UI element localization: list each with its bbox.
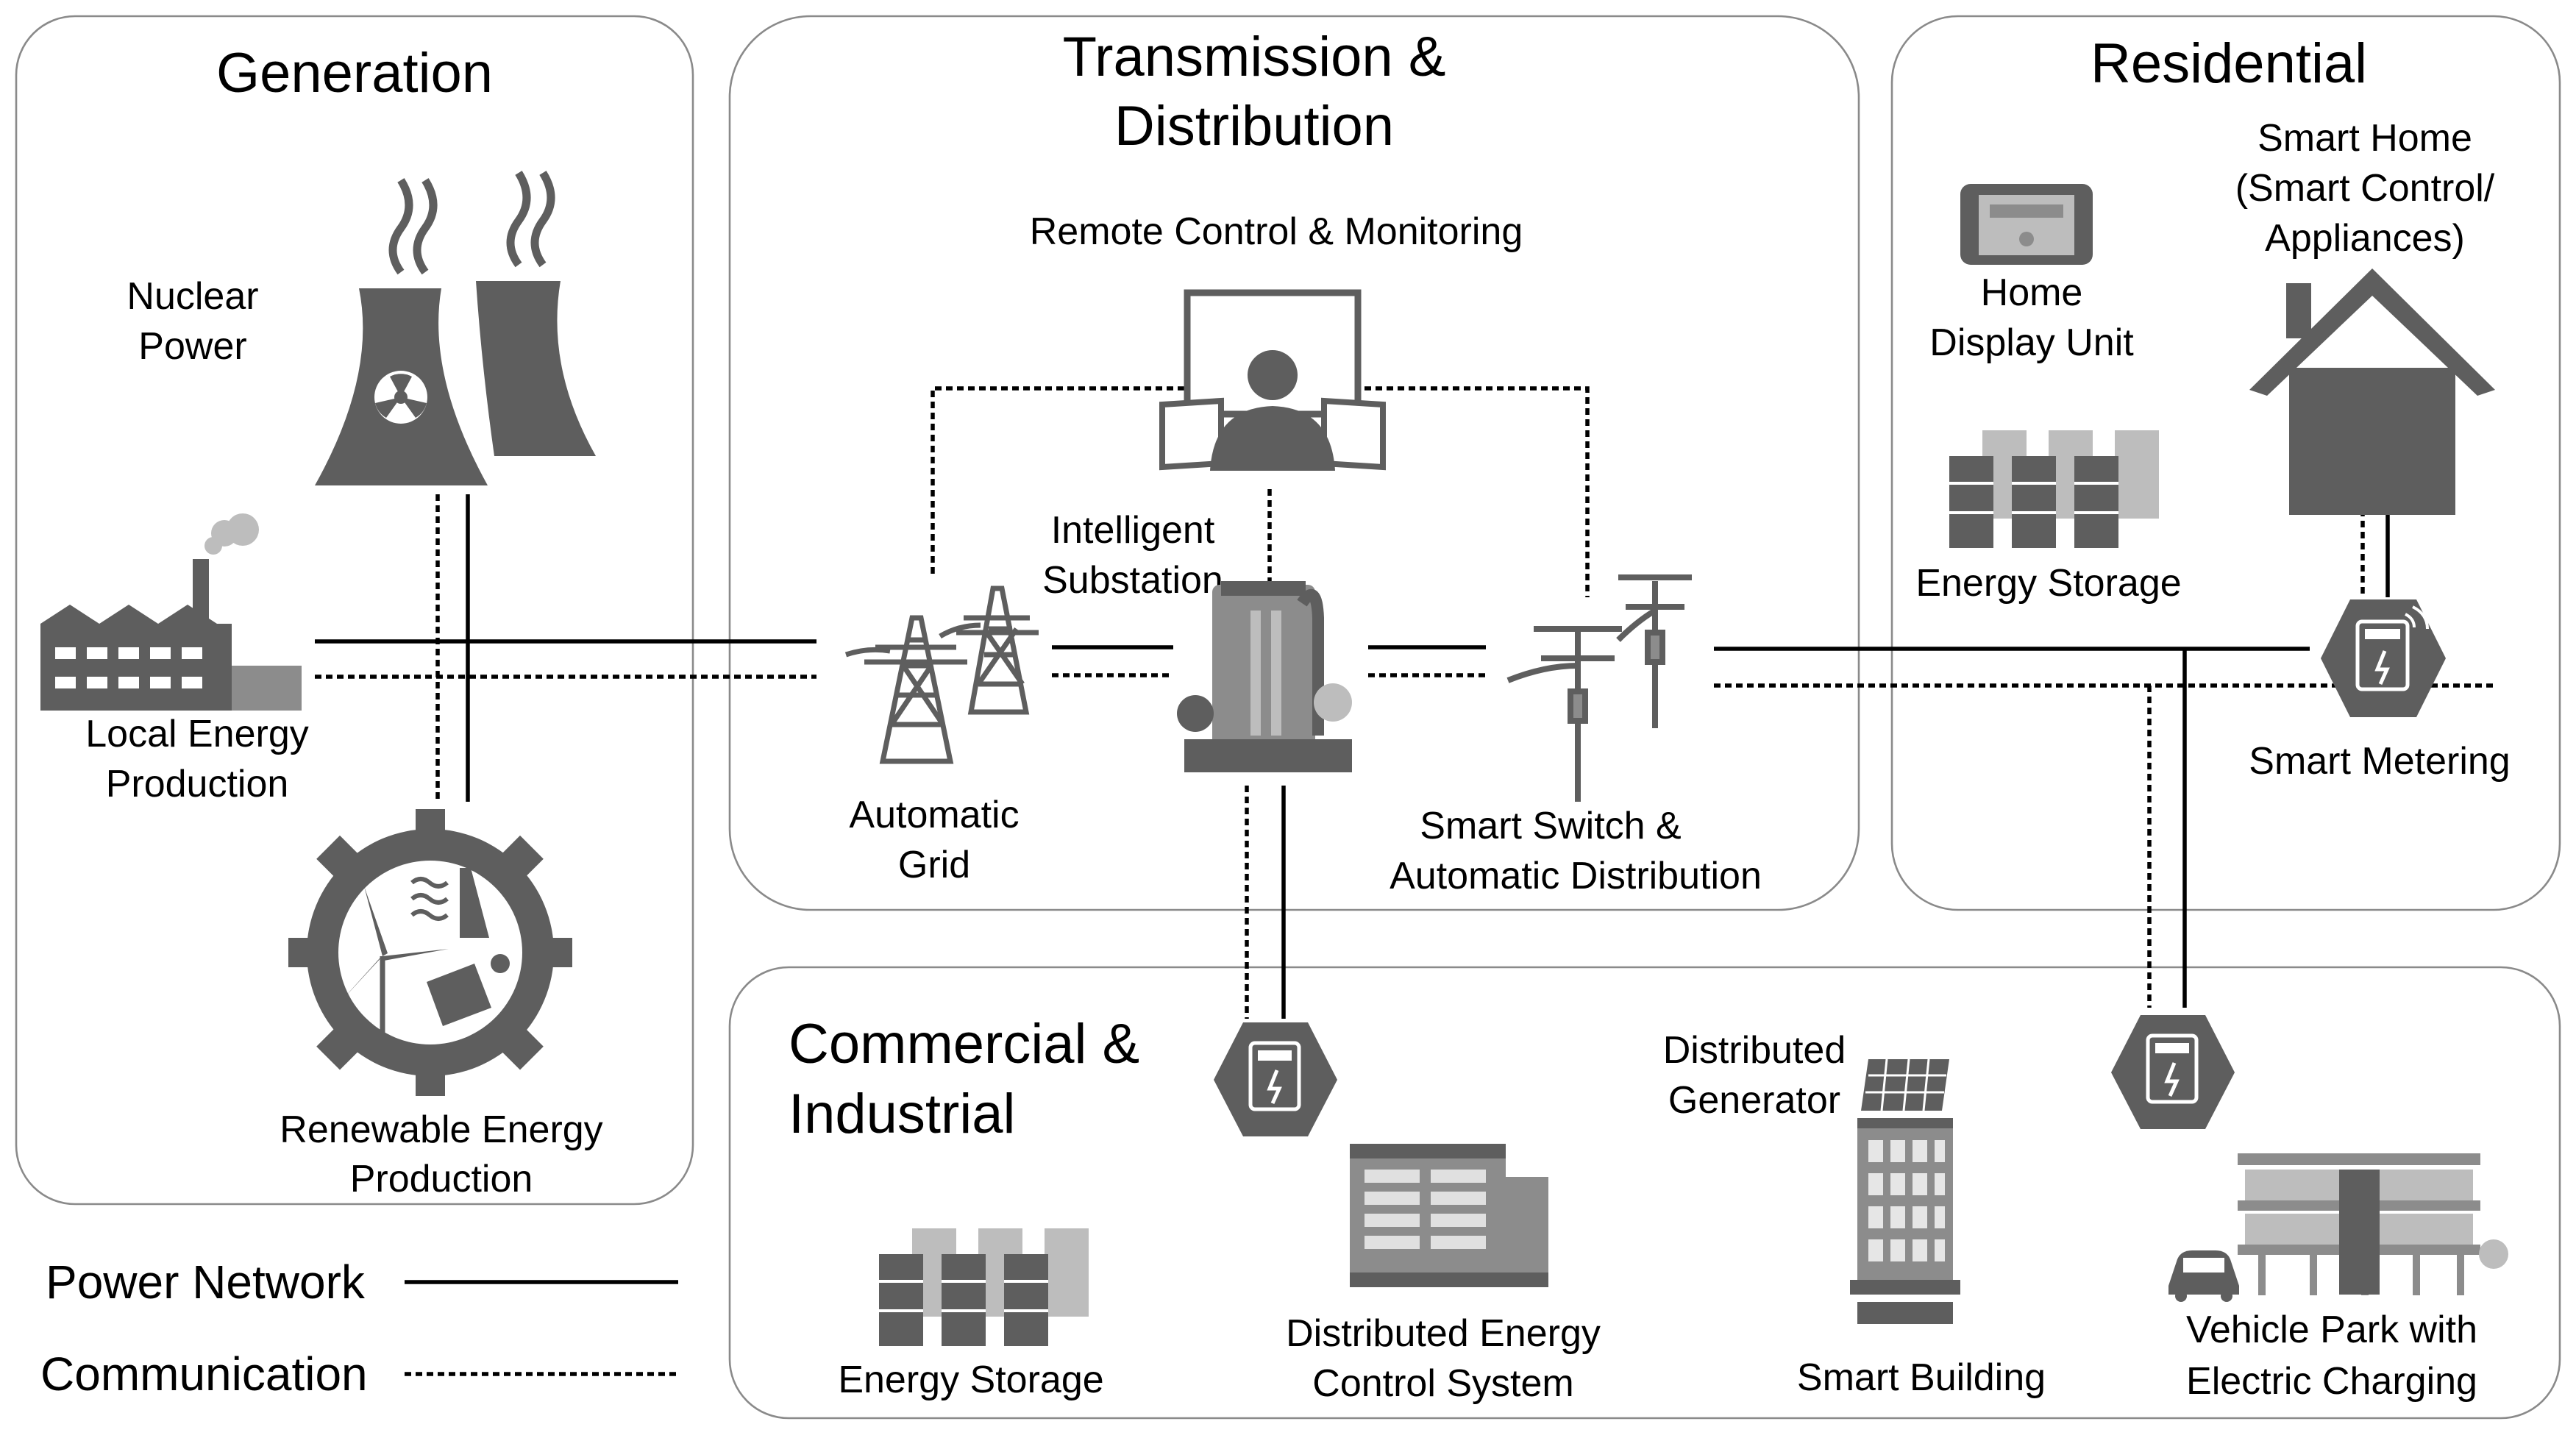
smart-metering-label: Smart Metering xyxy=(2249,740,2510,783)
factory-icon xyxy=(40,513,302,711)
monitor-operator-icon xyxy=(1159,289,1386,471)
automatic-grid-label-1: Automatic xyxy=(849,794,1019,836)
smart-switch-label-1: Smart Switch & xyxy=(1420,805,1681,847)
nuclear-label-1: Nuclear xyxy=(127,275,258,318)
commercial-title-2: Industrial xyxy=(789,1083,1015,1145)
ci-smart-meter-icon-left xyxy=(1214,1022,1337,1136)
ci-battery-storage-icon xyxy=(879,1228,1089,1346)
transmission-title-2: Distribution xyxy=(1114,95,1394,157)
commercial-title-1: Commercial & xyxy=(789,1013,1139,1075)
local-energy-label-1: Local Energy xyxy=(85,713,309,755)
renewable-label-2: Production xyxy=(350,1158,533,1200)
vehicle-park-label-2: Electric Charging xyxy=(2186,1360,2477,1403)
smart-switch-label-2: Automatic Distribution xyxy=(1390,855,1762,897)
house-icon xyxy=(2249,268,2495,515)
home-display-icon xyxy=(1960,184,2093,265)
smart-building-label: Smart Building xyxy=(1797,1356,2046,1399)
dist-generator-label-1: Distributed xyxy=(1663,1029,1846,1072)
vehicle-park-label-1: Vehicle Park with xyxy=(2186,1309,2477,1351)
nuclear-plant-icon xyxy=(315,171,596,485)
smart-meter-icon xyxy=(2321,599,2446,717)
automatic-grid-label-2: Grid xyxy=(898,844,970,886)
utility-pole-icon xyxy=(1506,574,1692,802)
transmission-tower-icon xyxy=(844,585,1039,764)
ci-smart-meter-icon-right xyxy=(2111,1015,2235,1129)
smart-home-label-1: Smart Home xyxy=(2257,117,2472,160)
legend-power-label: Power Network xyxy=(46,1256,366,1309)
parking-garage-icon xyxy=(2238,1153,2508,1295)
home-display-label-1: Home xyxy=(1981,271,2083,314)
substation-label-2: Substation xyxy=(1042,559,1223,602)
smart-building-icon xyxy=(1850,1058,1960,1324)
home-display-label-2: Display Unit xyxy=(1929,321,2134,364)
dist-energy-control-label-2: Control System xyxy=(1312,1362,1573,1405)
substation-label-1: Intelligent xyxy=(1051,509,1215,552)
car-icon xyxy=(2168,1250,2239,1302)
commercial-panel xyxy=(728,966,2561,1420)
power-network-lines xyxy=(315,477,2390,1019)
renewable-gear-icon xyxy=(288,809,572,1096)
legend: Power Network Communication xyxy=(40,1256,678,1400)
res-energy-storage-label: Energy Storage xyxy=(1915,562,2181,605)
ci-energy-storage-label: Energy Storage xyxy=(838,1359,1103,1401)
dist-energy-control-label-1: Distributed Energy xyxy=(1286,1312,1601,1355)
renewable-label-1: Renewable Energy xyxy=(280,1108,602,1151)
control-cabinet-icon xyxy=(1350,1144,1548,1287)
nuclear-label-2: Power xyxy=(138,325,246,368)
remote-control-label: Remote Control & Monitoring xyxy=(1030,210,1523,253)
generation-title: Generation xyxy=(216,42,493,104)
dist-generator-label-2: Generator xyxy=(1668,1079,1840,1122)
legend-communication-label: Communication xyxy=(40,1348,368,1400)
residential-title: Residential xyxy=(2091,32,2367,95)
smart-home-label-2: (Smart Control/ xyxy=(2235,167,2495,210)
smart-home-label-3: Appliances) xyxy=(2265,217,2465,260)
transmission-title-1: Transmission & xyxy=(1063,26,1446,88)
battery-storage-icon xyxy=(1949,430,2159,548)
substation-icon xyxy=(1177,581,1352,772)
local-energy-label-2: Production xyxy=(106,763,289,805)
